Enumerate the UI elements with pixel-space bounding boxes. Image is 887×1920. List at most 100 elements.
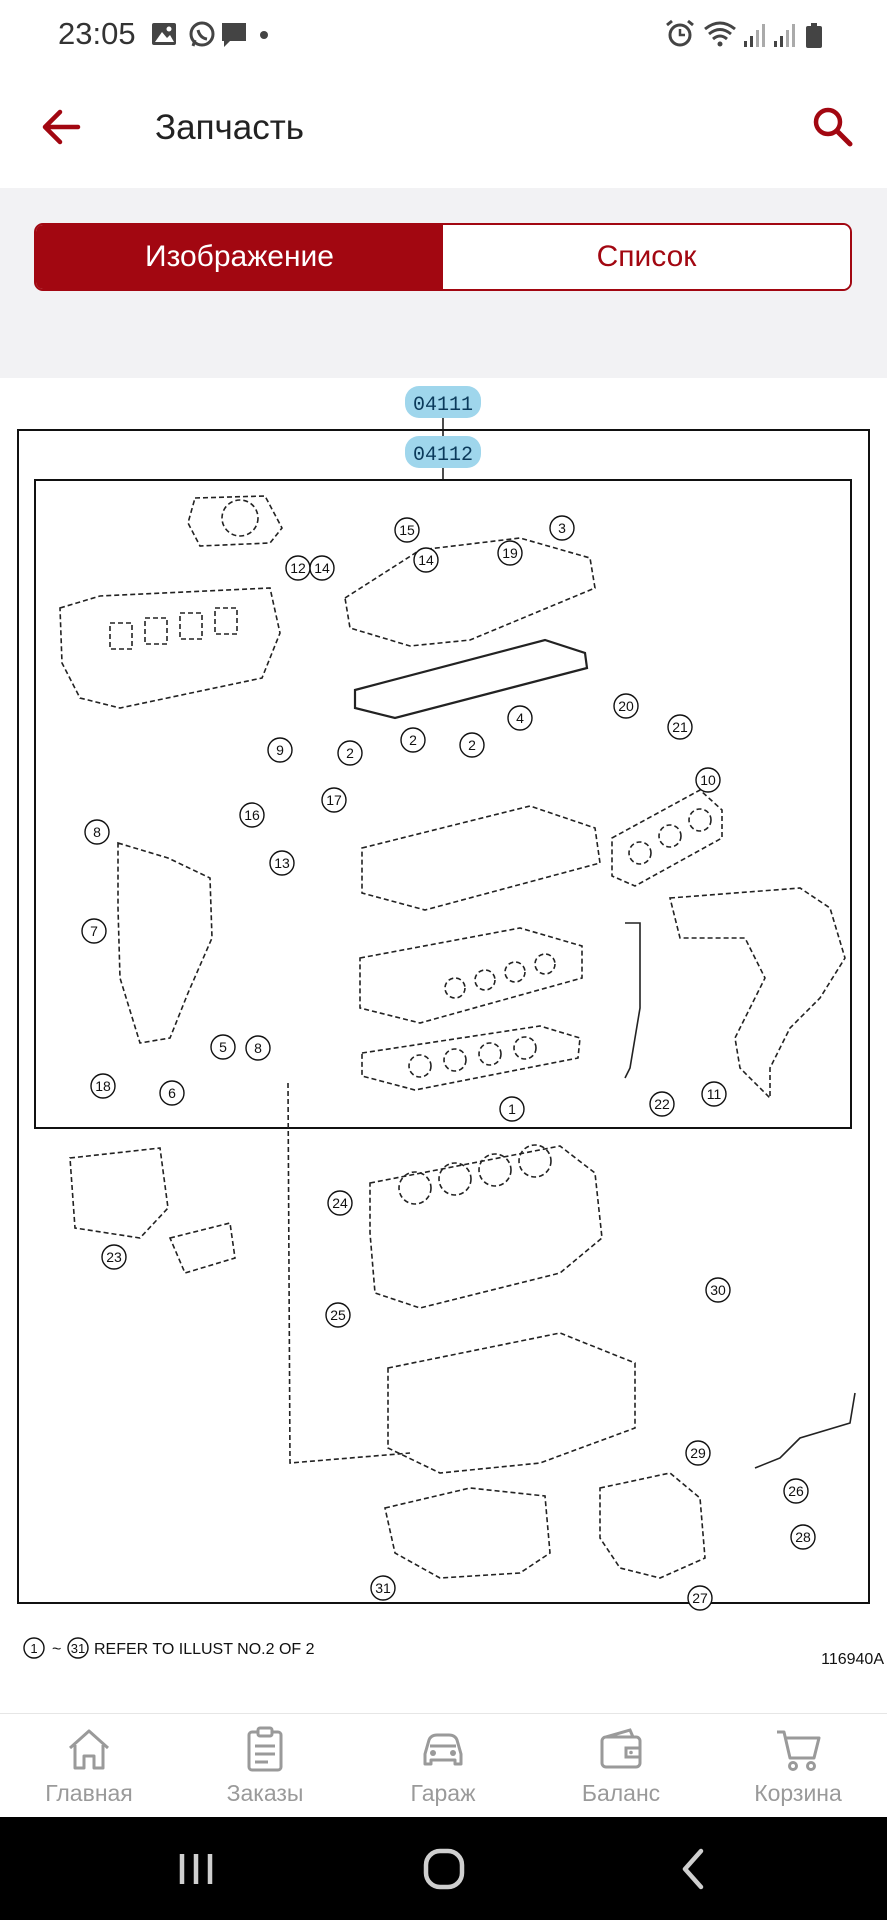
wifi-icon (704, 21, 736, 47)
battery-icon (806, 23, 822, 48)
outer-frame (17, 429, 870, 1604)
callout-10: 10 (695, 767, 721, 793)
callout-12: 12 (285, 555, 311, 581)
callout-4: 4 (507, 705, 533, 731)
svg-text:8: 8 (254, 1040, 262, 1056)
part-code-hotspot-04112[interactable]: 04112 (405, 436, 481, 468)
nav-balance[interactable]: Баланс (546, 1714, 696, 1818)
app-bar: Запчасть (0, 70, 887, 188)
callout-17: 17 (321, 787, 347, 813)
svg-text:19: 19 (502, 545, 518, 561)
drawing-id: 116940A (821, 1651, 884, 1668)
nav-orders[interactable]: Заказы (190, 1714, 340, 1818)
svg-text:1: 1 (508, 1101, 516, 1117)
home-icon (68, 1729, 110, 1770)
callout-20: 20 (613, 693, 639, 719)
svg-text:15: 15 (399, 522, 415, 538)
svg-text:6: 6 (168, 1085, 176, 1101)
nav-garage[interactable]: Гараж (368, 1714, 518, 1818)
parts-diagram: 04111 04112 (0, 378, 887, 1675)
tab-list[interactable]: Список (443, 225, 850, 289)
svg-text:2: 2 (346, 745, 354, 761)
part-code-04111: 04111 (413, 394, 473, 417)
svg-text:21: 21 (672, 719, 688, 735)
svg-text:12: 12 (290, 560, 306, 576)
footer-ref-end: 31 (71, 1641, 85, 1656)
car-icon (423, 1733, 463, 1766)
image-icon (152, 23, 176, 45)
callout-14: 14 (309, 555, 335, 581)
footer-ref-tilde: ~ (52, 1641, 61, 1658)
svg-text:8: 8 (93, 824, 101, 840)
callout-2a: 2 (337, 740, 363, 766)
svg-text:31: 31 (375, 1580, 391, 1596)
nav-home-label: Главная (45, 1780, 133, 1806)
nav-home[interactable]: Главная (14, 1714, 164, 1818)
callout-11: 11 (701, 1081, 727, 1107)
view-switcher-area: Изображение Список (0, 188, 887, 378)
part-code-04112: 04112 (413, 444, 473, 467)
svg-text:10: 10 (700, 772, 716, 788)
svg-text:16: 16 (244, 807, 260, 823)
home-button-icon[interactable] (414, 1839, 474, 1899)
callout-29: 29 (685, 1440, 711, 1466)
callout-21: 21 (667, 714, 693, 740)
callouts: 12 14 15 14 19 3 4 9 20 21 2 2 2 17 16 1… (81, 515, 816, 1611)
system-nav-bar (0, 1817, 887, 1920)
svg-text:4: 4 (516, 710, 524, 726)
svg-text:14: 14 (314, 560, 330, 576)
status-right-icons (666, 19, 822, 48)
nav-orders-label: Заказы (226, 1780, 304, 1806)
svg-text:2: 2 (468, 737, 476, 753)
callout-26: 26 (783, 1478, 809, 1504)
dot-icon (260, 31, 268, 39)
message-icon (222, 23, 246, 47)
status-time: 23:05 (58, 16, 136, 51)
tab-image[interactable]: Изображение (36, 225, 443, 289)
search-icon[interactable] (808, 102, 858, 152)
svg-text:29: 29 (690, 1445, 706, 1461)
svg-text:2: 2 (409, 732, 417, 748)
svg-text:18: 18 (95, 1078, 111, 1094)
callout-8b: 6 (159, 1080, 185, 1106)
callout-8a: 5 (210, 1034, 236, 1060)
back-system-icon[interactable] (664, 1839, 724, 1899)
nav-cart[interactable]: Корзина (723, 1714, 873, 1818)
wallet-icon (600, 1728, 642, 1769)
callout-14b: 14 (413, 547, 439, 573)
callout-27: 27 (687, 1585, 713, 1611)
callout-3: 3 (549, 515, 575, 541)
svg-text:28: 28 (795, 1529, 811, 1545)
nav-balance-label: Баланс (581, 1780, 661, 1806)
parts-diagram-svg: 04111 04112 (17, 386, 884, 1668)
svg-text:26: 26 (788, 1483, 804, 1499)
footer-ref-text: REFER TO ILLUST NO.2 OF 2 (94, 1641, 315, 1658)
callout-18: 18 (90, 1073, 116, 1099)
callout-15: 15 (394, 517, 420, 543)
callout-16: 16 (239, 802, 265, 828)
callout-2b: 2 (400, 727, 426, 753)
inner-frame (34, 479, 852, 1129)
arrow-back-icon[interactable] (36, 102, 86, 152)
callout-31: 31 (370, 1575, 396, 1601)
recents-icon[interactable] (166, 1839, 226, 1899)
bottom-nav: Главная Заказы Гараж Баланс (0, 1713, 887, 1817)
svg-text:22: 22 (654, 1096, 670, 1112)
status-left-icons (152, 21, 268, 47)
alarm-icon (666, 19, 694, 47)
callout-5: 7 (81, 918, 107, 944)
svg-text:7: 7 (90, 923, 98, 939)
footer-ref-start: 1 (30, 1641, 37, 1656)
callout-2c: 2 (459, 732, 485, 758)
callout-6: 8 (84, 819, 110, 845)
callout-9: 9 (267, 737, 293, 763)
svg-text:13: 13 (274, 855, 290, 871)
callout-23: 23 (101, 1244, 127, 1270)
orders-icon (247, 1726, 283, 1772)
callout-25: 25 (325, 1302, 351, 1328)
status-bar: 23:05 (0, 0, 887, 70)
view-switcher: Изображение Список (34, 223, 852, 291)
part-code-hotspot-04111[interactable]: 04111 (405, 386, 481, 418)
svg-text:24: 24 (332, 1195, 348, 1211)
nav-garage-label: Гараж (410, 1780, 476, 1806)
